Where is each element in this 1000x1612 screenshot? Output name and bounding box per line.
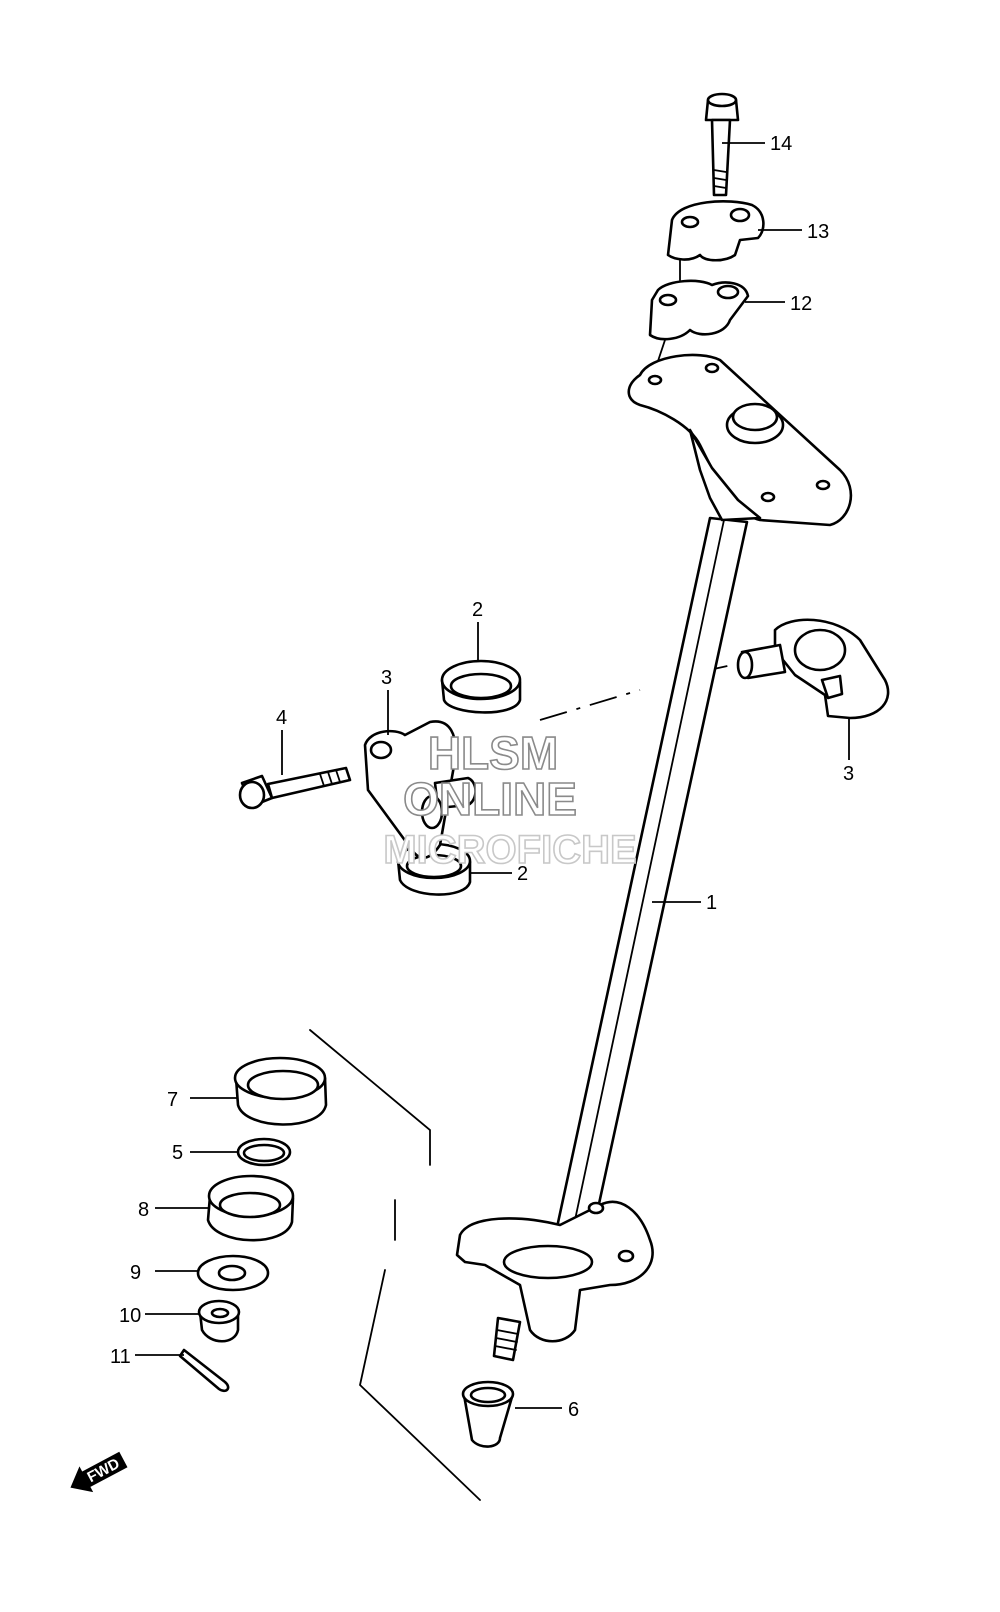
nut-part-10 (197, 1299, 241, 1343)
bolt-part-4 (238, 766, 352, 810)
lower-handlebar-holder-part-12 (648, 279, 750, 341)
cotter-pin-part-11 (178, 1348, 230, 1393)
fwd-arrow-icon: FWD (70, 1451, 128, 1493)
callout-12: 12 (790, 293, 812, 315)
fwd-label: FWD (84, 1455, 122, 1486)
bushing-part-6 (461, 1380, 515, 1448)
callout-9: 9 (130, 1262, 141, 1284)
callout-7: 7 (167, 1089, 178, 1111)
bearing-part-8 (206, 1174, 295, 1242)
callout-13: 13 (807, 221, 829, 243)
callout-8: 8 (138, 1199, 149, 1221)
alignment-line-bottom (309, 1029, 481, 1501)
callout-1: 1 (706, 892, 717, 914)
bushing-part-2-upper (440, 659, 522, 714)
callout-2-upper: 2 (472, 599, 483, 621)
callout-6: 6 (568, 1399, 579, 1421)
washer-part-9 (196, 1254, 270, 1292)
upper-handlebar-holder-part-13 (666, 200, 765, 262)
watermark-line-1: HLSM (428, 727, 558, 779)
callout-4: 4 (276, 707, 287, 729)
callout-10: 10 (119, 1305, 141, 1327)
bolt-part-14 (704, 92, 740, 197)
callout-3-left: 3 (381, 667, 392, 689)
callout-2-lower: 2 (517, 863, 528, 885)
callout-5: 5 (172, 1142, 183, 1164)
shaft-holder-part-3-right (736, 618, 890, 720)
steering-shaft-part-1 (455, 353, 853, 1362)
bearing-cup-part-7 (233, 1056, 328, 1126)
watermark-line-3: MICROFICHE (383, 828, 636, 872)
watermark-line-2: ONLINE (403, 773, 577, 825)
callout-11: 11 (110, 1346, 131, 1368)
alignment-line-upper (539, 649, 801, 721)
o-ring-part-5 (236, 1137, 292, 1167)
leader-lines (135, 142, 850, 1409)
callout-3-right: 3 (843, 763, 854, 785)
callout-14: 14 (770, 133, 792, 155)
